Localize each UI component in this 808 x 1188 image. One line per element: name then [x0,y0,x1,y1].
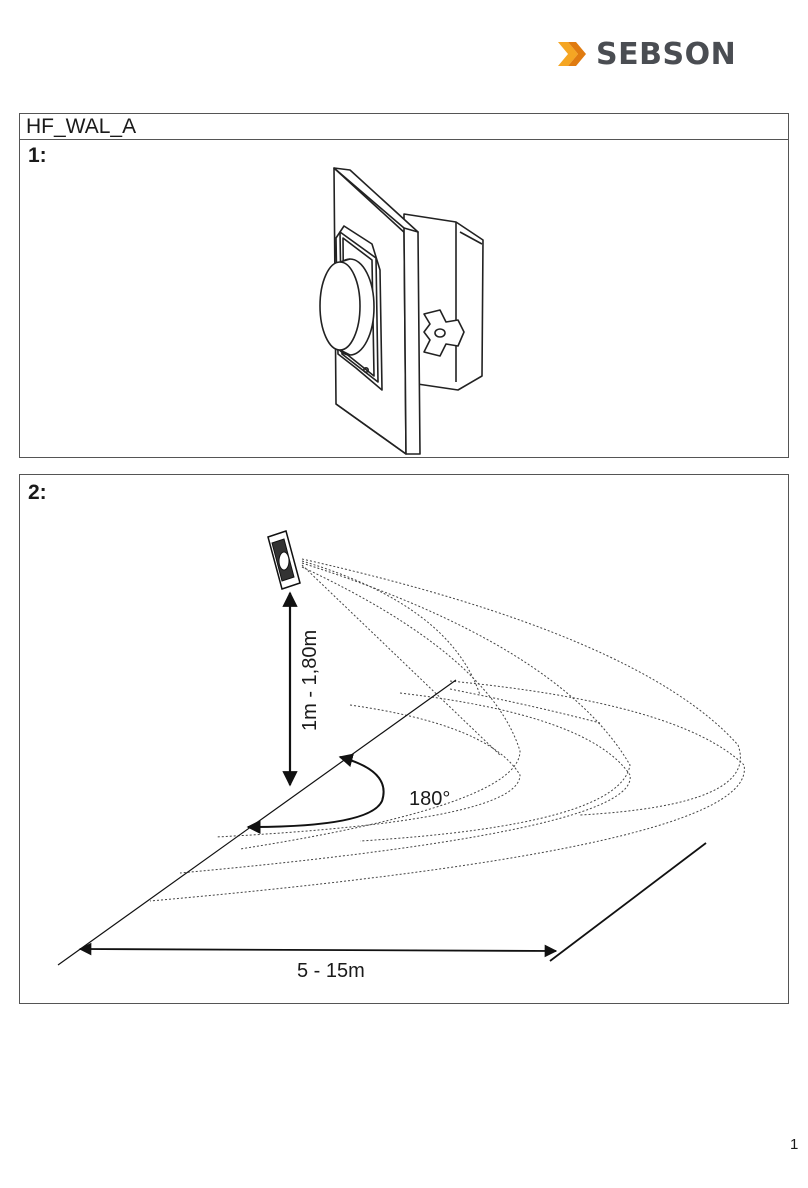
detection-range-label: 5 - 15m [297,960,365,982]
detection-angle-label: 180° [409,788,450,810]
page-number: 1 [790,1136,798,1153]
sensor-device [268,531,300,589]
brand-logo: SEBSON [556,34,736,74]
detection-range-diagram: 1m - 1,80m 180° 5 - 15m [20,475,788,1003]
brand-name: SEBSON [596,37,736,72]
chevron-icon [556,40,590,68]
step-2-panel: 2: [19,474,789,1004]
step-1-panel: HF_WAL_A 1: [19,113,789,458]
mounting-height-label: 1m - 1,80m [299,630,321,731]
detection-beams [150,559,744,901]
device-illustration [20,114,788,457]
